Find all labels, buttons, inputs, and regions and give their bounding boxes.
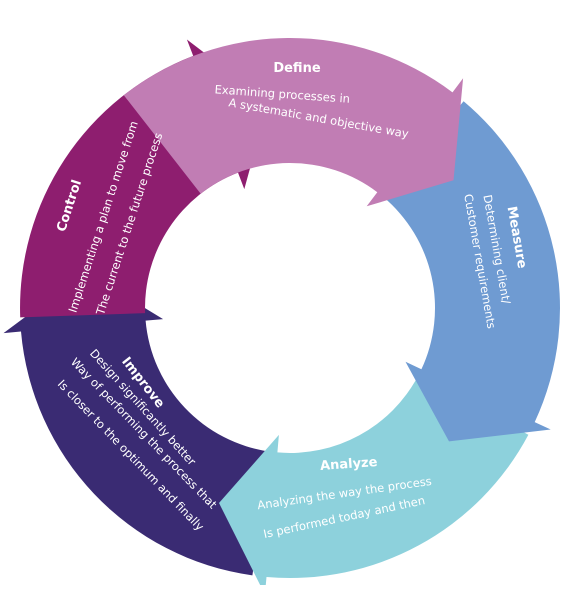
arrow-define — [123, 38, 464, 207]
analyze-title: Analyze — [320, 455, 378, 474]
arrow-improve — [3, 272, 270, 576]
cycle-arrows — [3, 38, 560, 589]
define-title: Define — [273, 61, 320, 76]
